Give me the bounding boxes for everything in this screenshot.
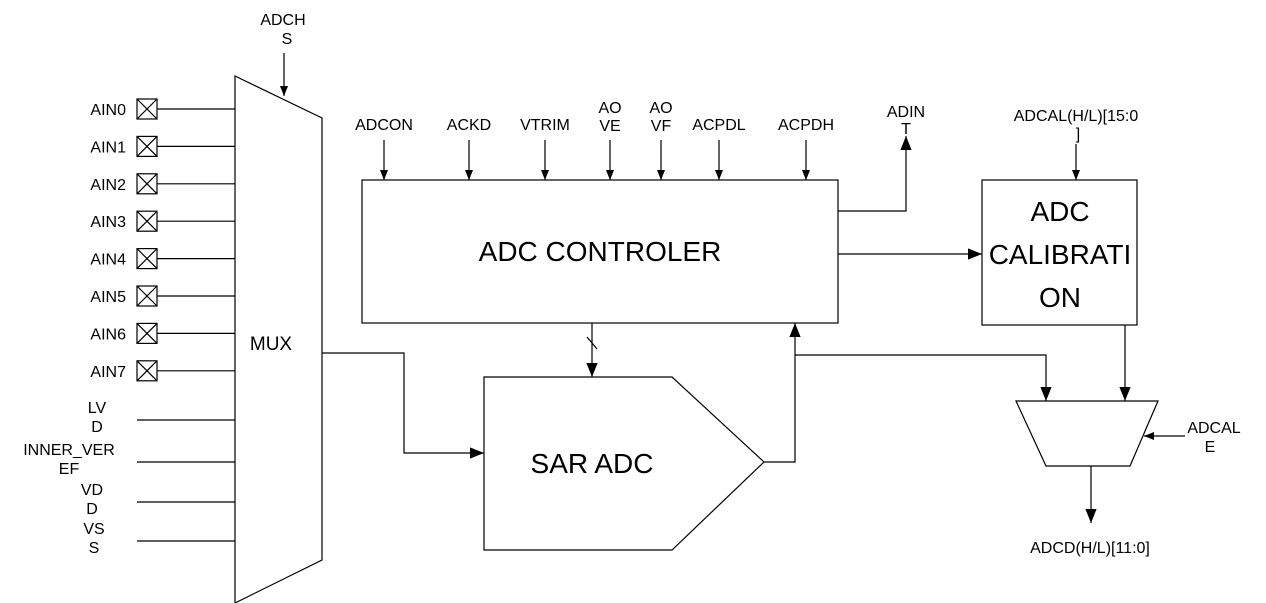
adint-label-line1: ADIN [887, 104, 925, 121]
extra-input-3-label-line1: VS [83, 521, 104, 538]
ctrl-signal-5-label: ACPDL [692, 117, 745, 134]
ain5-label: AIN5 [90, 289, 126, 306]
adchs-label-line2: S [282, 31, 293, 48]
ain4-label: AIN4 [90, 252, 126, 269]
ctrl-signal-6-label: ACPDH [778, 117, 834, 134]
adc-controller-block [361, 179, 839, 324]
ain5-pad-icon [136, 285, 158, 307]
ctrl-signal-0-label: ADCON [355, 117, 413, 134]
sar-adc-block [483, 376, 765, 551]
ain2-label: AIN2 [90, 177, 126, 194]
ain7-label: AIN7 [90, 364, 126, 381]
ain4-pad-icon [136, 248, 158, 270]
extra-input-0-label-line1: LV [88, 400, 107, 417]
adc-calibration-block [981, 179, 1138, 326]
extra-input-1-label-line2: EF [59, 461, 80, 478]
ain3-label: AIN3 [90, 214, 126, 231]
ctrl-signal-4-label-line2: VF [651, 118, 672, 135]
ain7-pad-icon [136, 360, 158, 382]
ain6-label: AIN6 [90, 326, 126, 343]
mux-to-sar-wire [322, 352, 484, 459]
extra-input-2-label-line2: D [86, 501, 98, 518]
ctrl-signal-3-label-line2: VE [599, 118, 620, 135]
extra-input-0-label-line2: D [91, 419, 103, 436]
adcd-output-label: ADCD(H/L)[11:0] [1030, 540, 1150, 557]
bus-slash-ctrl-sar [586, 336, 598, 350]
ctrl-signal-1-label: ACKD [447, 117, 491, 134]
calibration-title-line2: CALIBRATI [989, 239, 1132, 270]
input-mux [234, 75, 323, 603]
ain0-label: AIN0 [90, 102, 126, 119]
ain0-pad-icon [136, 98, 158, 120]
sar-to-ctrl-wire [764, 323, 801, 463]
mux-label: MUX [250, 334, 293, 355]
adcale-label-line2: E [1205, 439, 1216, 456]
extra-input-3-label-line2: S [89, 540, 100, 557]
ain2-pad-icon [136, 173, 158, 195]
adint-wire [838, 136, 912, 212]
ctrl-signal-4-label-line1: AO [649, 100, 672, 117]
calibration-title-line1: ADC [1030, 196, 1089, 227]
ain1-label: AIN1 [90, 139, 126, 156]
ctrl-signal-2-label: VTRIM [520, 117, 570, 134]
extra-input-2-label-line1: VD [81, 482, 103, 499]
ain6-pad-icon [136, 322, 158, 344]
adcale-label-line1: ADCAL [1187, 420, 1240, 437]
ain3-pad-icon [136, 210, 158, 232]
ctrl-signal-3-label-line1: AO [598, 100, 621, 117]
adc-controller-title: ADC CONTROLER [479, 236, 722, 267]
adchs-label-line1: ADCH [260, 12, 305, 29]
adint-label-line2: T [901, 121, 911, 138]
sar-to-out-mux-wire [795, 354, 1052, 401]
output-mux [1015, 400, 1159, 467]
adcal-label-line1: ADCAL(H/L)[15:0 [1014, 108, 1139, 125]
calibration-title-line3: ON [1039, 282, 1081, 313]
ain1-pad-icon [136, 135, 158, 157]
adcal-label-line2: ] [1076, 126, 1080, 143]
extra-input-1-label-line1: INNER_VER [23, 442, 115, 459]
sar-adc-title: SAR ADC [531, 448, 654, 479]
